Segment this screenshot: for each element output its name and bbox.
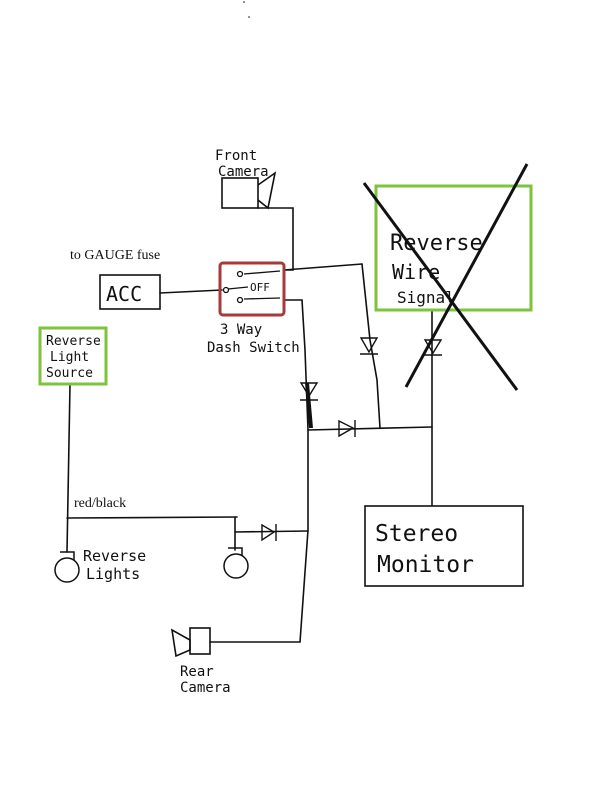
stray-dot [248,16,250,18]
reverse-source-label-3: Source [46,366,93,381]
wire-horizontal-bus [307,426,433,431]
wires [66,207,433,643]
reverse-wire-label-3: Signal [397,288,455,307]
wire-red-black [66,516,238,519]
reverse-wire-label-2: Wire [392,260,440,284]
diodes [261,337,443,542]
diode-icon-bulb [261,523,277,542]
stray-dot [243,1,245,3]
reverse-source-label-1: Reverse [46,334,101,349]
acc-box [99,274,161,310]
switch-off-label: OFF [250,281,270,294]
reverse-wire-signal-box [374,184,533,312]
switch-label-2: Dash Switch [207,340,300,356]
reverse-source-label-2: Light [50,350,89,365]
rear-camera-label-1: Rear [180,664,214,680]
switch-label-1: 3 Way [220,322,262,338]
wire-reverse-source-down [66,384,71,553]
dash-switch-box [218,261,286,317]
reverse-wire-label-1: Reverse [390,231,483,256]
rear-camera-icon [170,627,211,658]
wire-bulb-diode [234,530,309,533]
wire-diode-drop-left [361,263,381,429]
acc-label: ACC [106,282,142,306]
wire-front-camera [257,207,294,271]
stereo-monitor-box [364,505,524,587]
diode-icon-left-drop [359,337,379,355]
rear-camera-label-2: Camera [180,680,231,696]
reverse-lights-label-1: Reverse [83,547,146,565]
front-camera-icon [221,171,277,210]
front-camera-label-2: Camera [218,164,269,180]
wire-switch-top-out [283,263,363,271]
cross-out-mark [362,163,529,391]
wire-bold-segment [305,382,313,429]
stereo-label-1: Stereo [375,521,458,547]
stereo-label-2: Monitor [377,552,474,578]
front-camera-label-1: Front [215,148,257,164]
diode-icon-main [299,382,319,401]
wire-color-label: red/black [74,496,126,511]
wire-acc-to-switch [159,289,223,294]
bulb-icon-left [54,551,80,583]
switch-terminals [222,270,281,304]
reverse-light-source-box [38,326,108,386]
bulb-icon-right [223,547,249,579]
diode-icon-bus [338,419,356,438]
reverse-lights-label-2: Lights [86,565,140,583]
gauge-fuse-note: to GAUGE fuse [70,248,160,263]
